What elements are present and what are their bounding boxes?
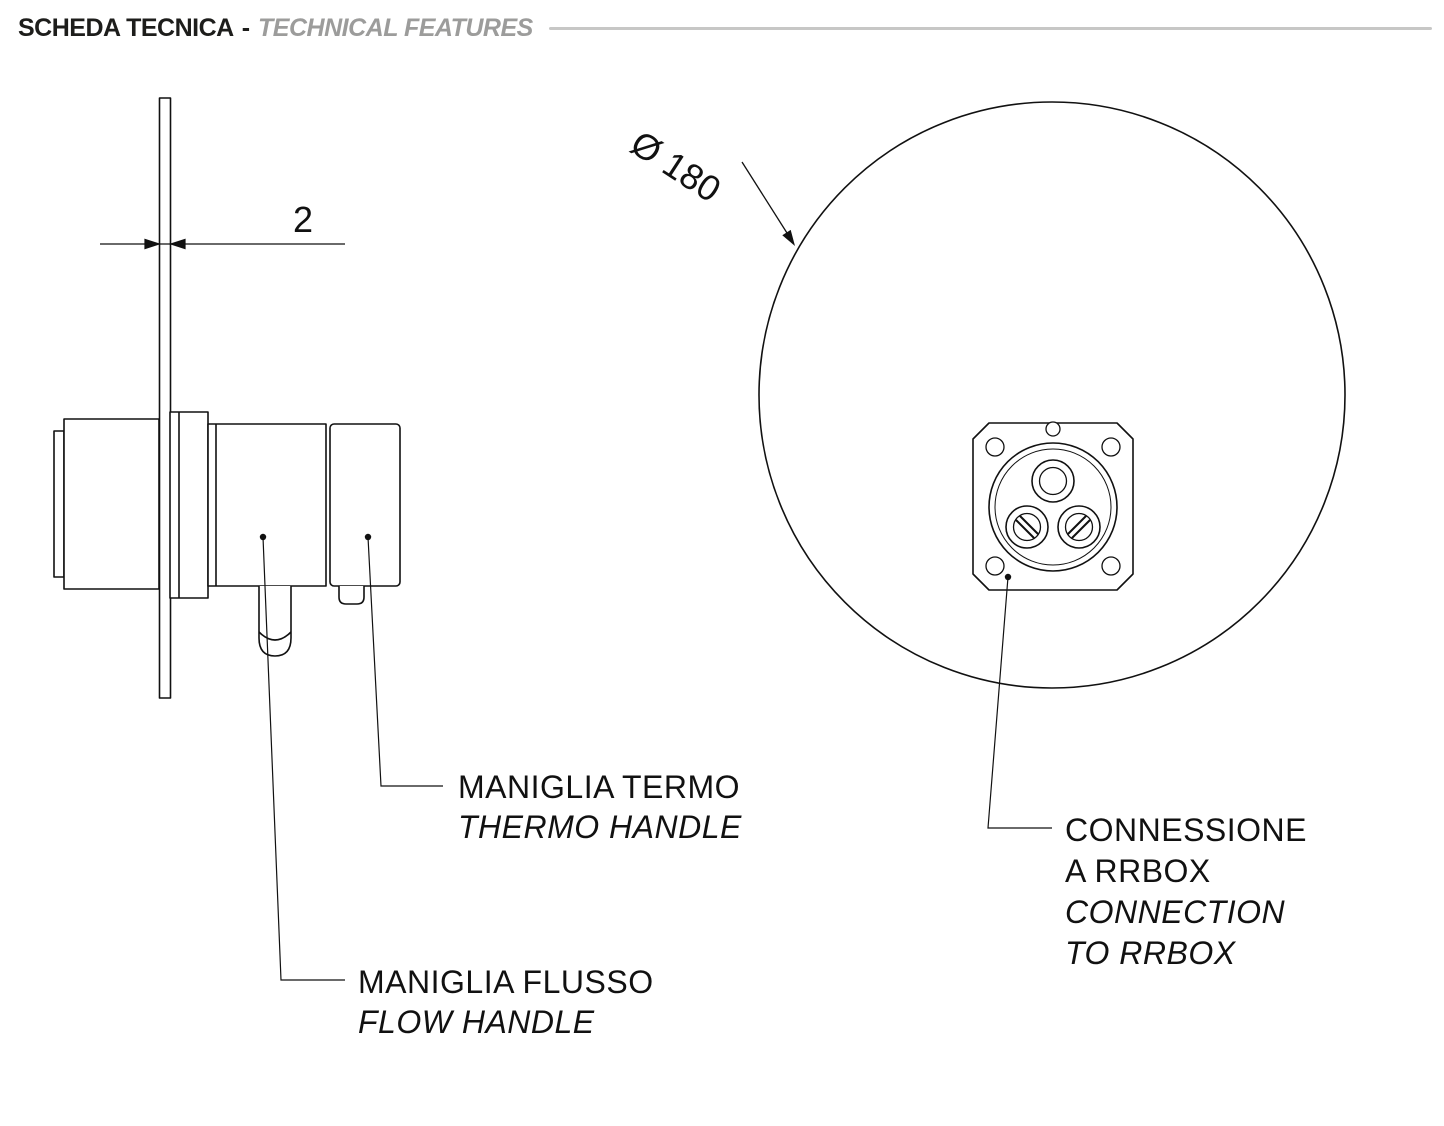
dimension-arrow-left xyxy=(144,238,161,250)
flow-handle-lever-curve xyxy=(258,631,292,641)
flow-leader-line xyxy=(262,536,345,981)
rrbox-label-it-line1: CONNESSIONE xyxy=(1065,812,1307,848)
faceplate-circle xyxy=(758,101,1346,689)
port-top-inner xyxy=(1038,466,1068,496)
header-title-italian: SCHEDA TECNICA xyxy=(18,14,234,42)
flange-screw-hole-tr xyxy=(1101,437,1121,457)
flow-handle-label-en: FLOW HANDLE xyxy=(358,1004,595,1040)
diameter-arrow-line xyxy=(741,161,788,234)
valve-back-cap xyxy=(53,430,65,578)
thermo-leader-line xyxy=(367,536,443,787)
side-view xyxy=(53,97,401,699)
dimension-arrow-right xyxy=(169,238,186,250)
connection-leader-line xyxy=(987,576,1052,829)
port-left-slot-a xyxy=(1015,519,1035,539)
header: SCHEDA TECNICA - TECHNICAL FEATURES xyxy=(18,14,1432,43)
rrbox-label-en-line1: CONNECTION xyxy=(1065,894,1286,930)
flow-handle-lever xyxy=(258,586,292,657)
connection-leader xyxy=(987,573,1052,829)
flow-handle-body xyxy=(207,423,327,587)
diameter-dimension: Ø 180 xyxy=(624,122,795,246)
plate-thickness-value: 2 xyxy=(293,199,313,240)
header-separator: - xyxy=(241,14,251,42)
front-view xyxy=(758,101,1346,689)
port-right-slot-b xyxy=(1071,519,1091,539)
port-left-slot-b xyxy=(1019,515,1039,535)
thermo-handle-nub xyxy=(338,586,365,605)
port-right-slot-a xyxy=(1067,515,1087,535)
valve-back-body xyxy=(63,418,160,590)
flange-screw-hole-tl xyxy=(985,437,1005,457)
diameter-arrow-head xyxy=(782,229,795,246)
mounting-flange xyxy=(169,411,209,599)
thermo-handle-body xyxy=(329,423,401,587)
flange-top-pin-hole xyxy=(1045,421,1061,437)
flange-screw-hole-br xyxy=(1101,556,1121,576)
wall-plate xyxy=(158,97,172,699)
rrbox-label-en-line2: TO RRBOX xyxy=(1065,935,1237,971)
side-leaders xyxy=(259,533,443,981)
thermo-handle-label-en: THERMO HANDLE xyxy=(458,809,742,845)
header-title-english: TECHNICAL FEATURES xyxy=(258,14,533,42)
port-left-inner xyxy=(1012,512,1042,542)
port-right-inner xyxy=(1064,512,1094,542)
flow-handle-label-it: MANIGLIA FLUSSO xyxy=(358,964,654,1000)
diameter-value: Ø 180 xyxy=(624,122,729,210)
flange-screw-hole-bl xyxy=(985,556,1005,576)
plate-thickness-dimension: 2 xyxy=(100,199,345,250)
rrbox-label-it-line2: A RRBOX xyxy=(1065,853,1211,889)
thermo-handle-label-it: MANIGLIA TERMO xyxy=(458,769,740,805)
header-rule-line xyxy=(548,27,1432,30)
